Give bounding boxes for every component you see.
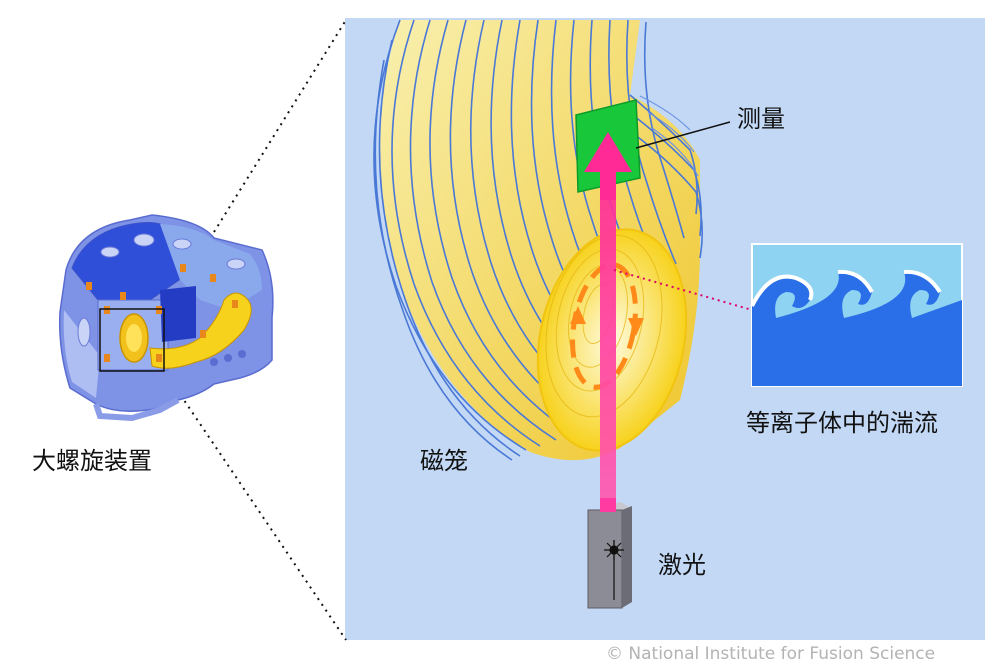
magnetic-cage-label: 磁笼 [420, 447, 468, 475]
device-label: 大螺旋装置 [32, 447, 152, 475]
zoom-region-box [99, 308, 165, 372]
turbulence-inset [613, 243, 963, 387]
laser-emitter-icon [604, 540, 624, 600]
measurement-detector [575, 99, 641, 200]
flow-arrowhead-left [570, 306, 586, 324]
plasma-turbulence-label: 等离子体中的湍流 [746, 409, 938, 437]
copyright-credit: © National Institute for Fusion Science [606, 644, 936, 664]
laser-label: 激光 [658, 551, 706, 579]
laser-beam [600, 160, 616, 520]
laser-source [587, 498, 632, 609]
flow-arrowhead-right [628, 318, 644, 336]
measurement-leader-line [635, 121, 731, 149]
measurement-label: 测量 [737, 105, 785, 133]
zoom-lines [164, 19, 347, 641]
large-helical-device-illustration [58, 214, 274, 422]
